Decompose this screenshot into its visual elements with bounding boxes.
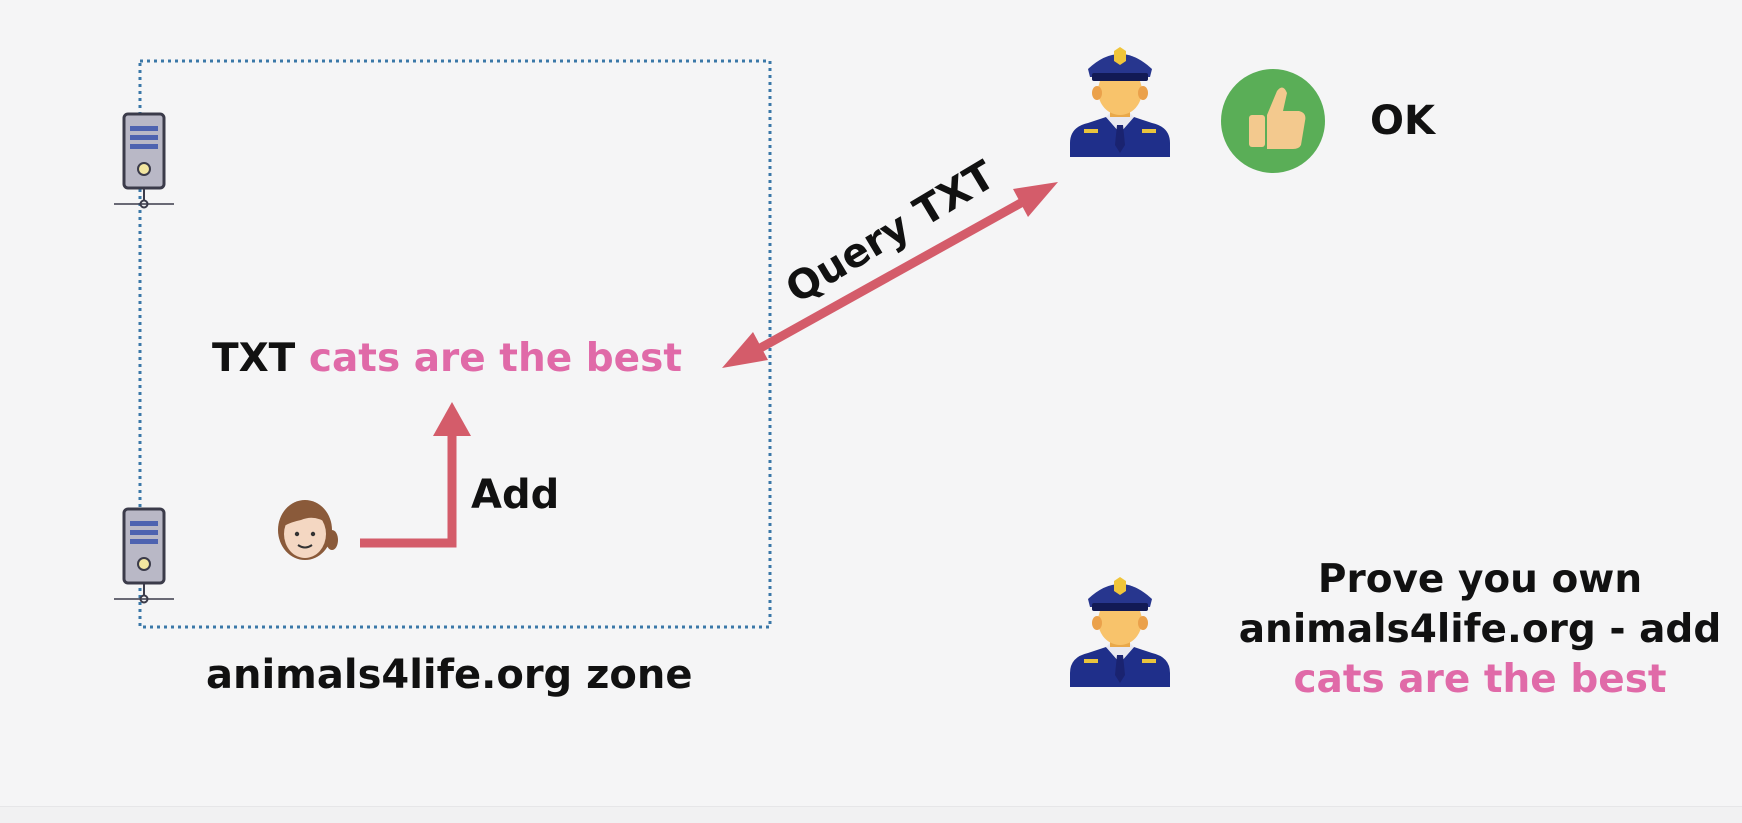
record-value: cats are the best <box>308 336 682 381</box>
server-icon <box>112 112 176 209</box>
challenge-line-1: Prove you own <box>1317 557 1643 602</box>
police-officer-icon <box>1070 47 1170 157</box>
add-label: Add <box>471 472 560 518</box>
challenge-line-2: animals4life.org - add <box>1238 607 1722 652</box>
server-icon <box>112 507 176 604</box>
police-officer-icon <box>1070 577 1170 687</box>
record-type: TXT <box>212 336 296 381</box>
user-avatar-icon <box>278 500 338 560</box>
challenge-text: Prove you own animals4life.org - add cat… <box>1200 555 1742 705</box>
query-arrow <box>752 195 1031 355</box>
thumbs-up-icon <box>1221 69 1325 173</box>
zone-label: animals4life.org zone <box>206 652 693 698</box>
txt-record: TXT cats are the best <box>212 336 682 381</box>
footer-strip <box>0 806 1742 823</box>
ok-label: OK <box>1370 98 1435 144</box>
challenge-line-3: cats are the best <box>1293 657 1667 702</box>
add-arrow <box>360 432 457 548</box>
